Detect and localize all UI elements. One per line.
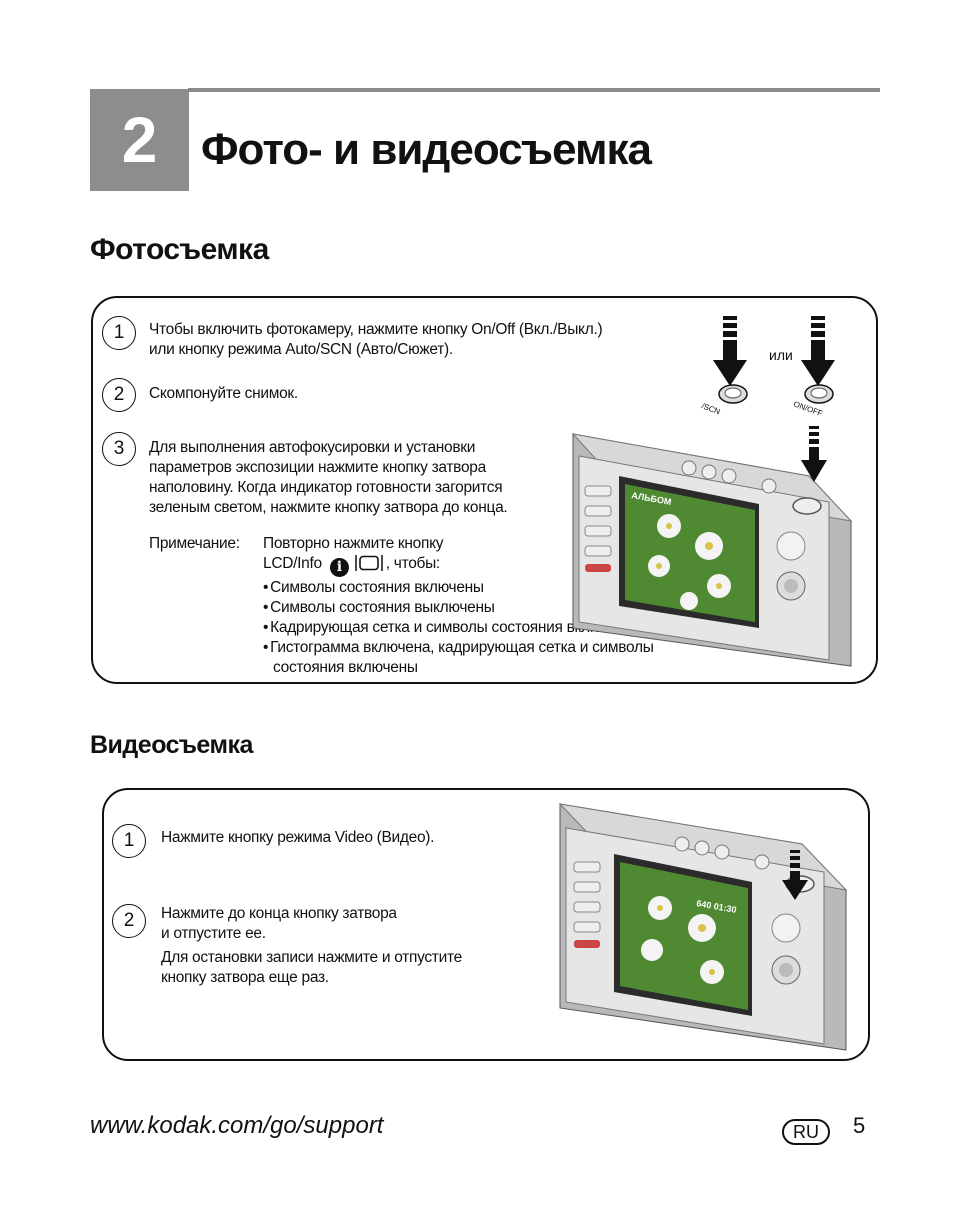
language-badge: RU bbox=[782, 1119, 830, 1145]
shutter-button bbox=[792, 497, 822, 515]
auto-scn-label: /SCN bbox=[700, 401, 721, 416]
video-step-2-text: Нажмите до конца кнопку затвора и отпуст… bbox=[161, 904, 462, 988]
arrow-down-icon bbox=[713, 316, 747, 386]
note-body: Повторно нажмите кнопку LCD/Info i , чтобы… bbox=[263, 534, 654, 678]
text-line: Нажмите до конца кнопку затвора bbox=[161, 905, 397, 922]
step-number-1: 1 bbox=[112, 824, 146, 858]
text-line: Для остановки записи нажмите и отпустите bbox=[161, 949, 462, 966]
step-number-2: 2 bbox=[112, 904, 146, 938]
note-line-lcd: LCD/Info i , чтобы: bbox=[263, 554, 654, 578]
list-item: •Гистограмма включена, кадрирующая сетка… bbox=[263, 639, 654, 676]
list-item: •Символы состояния выключены bbox=[263, 599, 495, 616]
step-number-2: 2 bbox=[102, 378, 136, 412]
photo-heading: Фотосъемка bbox=[90, 233, 269, 266]
video-heading: Видеосъемка bbox=[90, 731, 253, 759]
photo-step-2-text: Скомпонуйте снимок. bbox=[149, 384, 298, 404]
arrow-down-icon bbox=[801, 426, 827, 482]
arrow-down-icon bbox=[782, 850, 808, 900]
text-line: наполовину. Когда индикатор готовности з… bbox=[149, 479, 503, 496]
camera-video-illustration: 640 01:30 bbox=[558, 803, 848, 1051]
text-line: и отпустите ее. bbox=[161, 925, 266, 942]
list-item: •Кадрирующая сетка и символы состояния в… bbox=[263, 619, 637, 636]
text-line: Чтобы включить фотокамеру, нажмите кнопк… bbox=[149, 321, 603, 338]
lcd-info-suffix: , чтобы: bbox=[385, 555, 440, 572]
note-label: Примечание: bbox=[149, 535, 240, 552]
mode-buttons-illustration: /SCN или ON/OFF bbox=[700, 316, 835, 418]
page-number: 5 bbox=[853, 1113, 866, 1138]
arrow-down-icon bbox=[801, 316, 835, 386]
text-line: зеленым светом, нажмите кнопку затвора д… bbox=[149, 499, 508, 516]
chapter-number: 2 bbox=[90, 89, 189, 191]
support-url[interactable]: www.kodak.com/go/support bbox=[90, 1112, 384, 1139]
camera-illustration: АЛЬБОМ bbox=[571, 426, 853, 667]
lcd-info-label: LCD/Info bbox=[263, 555, 322, 572]
text-line: Для выполнения автофокусировки и установ… bbox=[149, 439, 476, 456]
list-item: •Символы состояния включены bbox=[263, 579, 484, 596]
text-line: Нажмите кнопку режима Video (Видео). bbox=[161, 829, 435, 846]
video-step-1-text: Нажмите кнопку режима Video (Видео). bbox=[161, 828, 434, 848]
photo-step-1-text: Чтобы включить фотокамеру, нажмите кнопк… bbox=[149, 320, 603, 360]
info-icon: i bbox=[329, 558, 349, 577]
lcd-frame-icon bbox=[354, 554, 384, 578]
note-bullets: •Символы состояния включены •Символы сос… bbox=[263, 578, 654, 678]
text-line: кнопку затвора еще раз. bbox=[161, 969, 329, 986]
photo-step-3-text: Для выполнения автофокусировки и установ… bbox=[149, 438, 508, 518]
text-line: или кнопку режима Auto/SCN (Авто/Сюжет). bbox=[149, 341, 453, 358]
step-number-3: 3 bbox=[102, 432, 136, 466]
or-label: или bbox=[769, 347, 793, 363]
video-steps-box: 1 Нажмите кнопку режима Video (Видео). 2… bbox=[102, 788, 870, 1061]
text-line: параметров экспозиции нажмите кнопку зат… bbox=[149, 459, 486, 476]
photo-steps-box: 1 Чтобы включить фотокамеру, нажмите кно… bbox=[91, 296, 878, 684]
text-line: Скомпонуйте снимок. bbox=[149, 385, 298, 402]
chapter-title: Фото- и видеосъемка bbox=[201, 125, 652, 174]
step-number-1: 1 bbox=[102, 316, 136, 350]
note-line: Повторно нажмите кнопку bbox=[263, 535, 444, 552]
header-rule bbox=[188, 88, 880, 92]
